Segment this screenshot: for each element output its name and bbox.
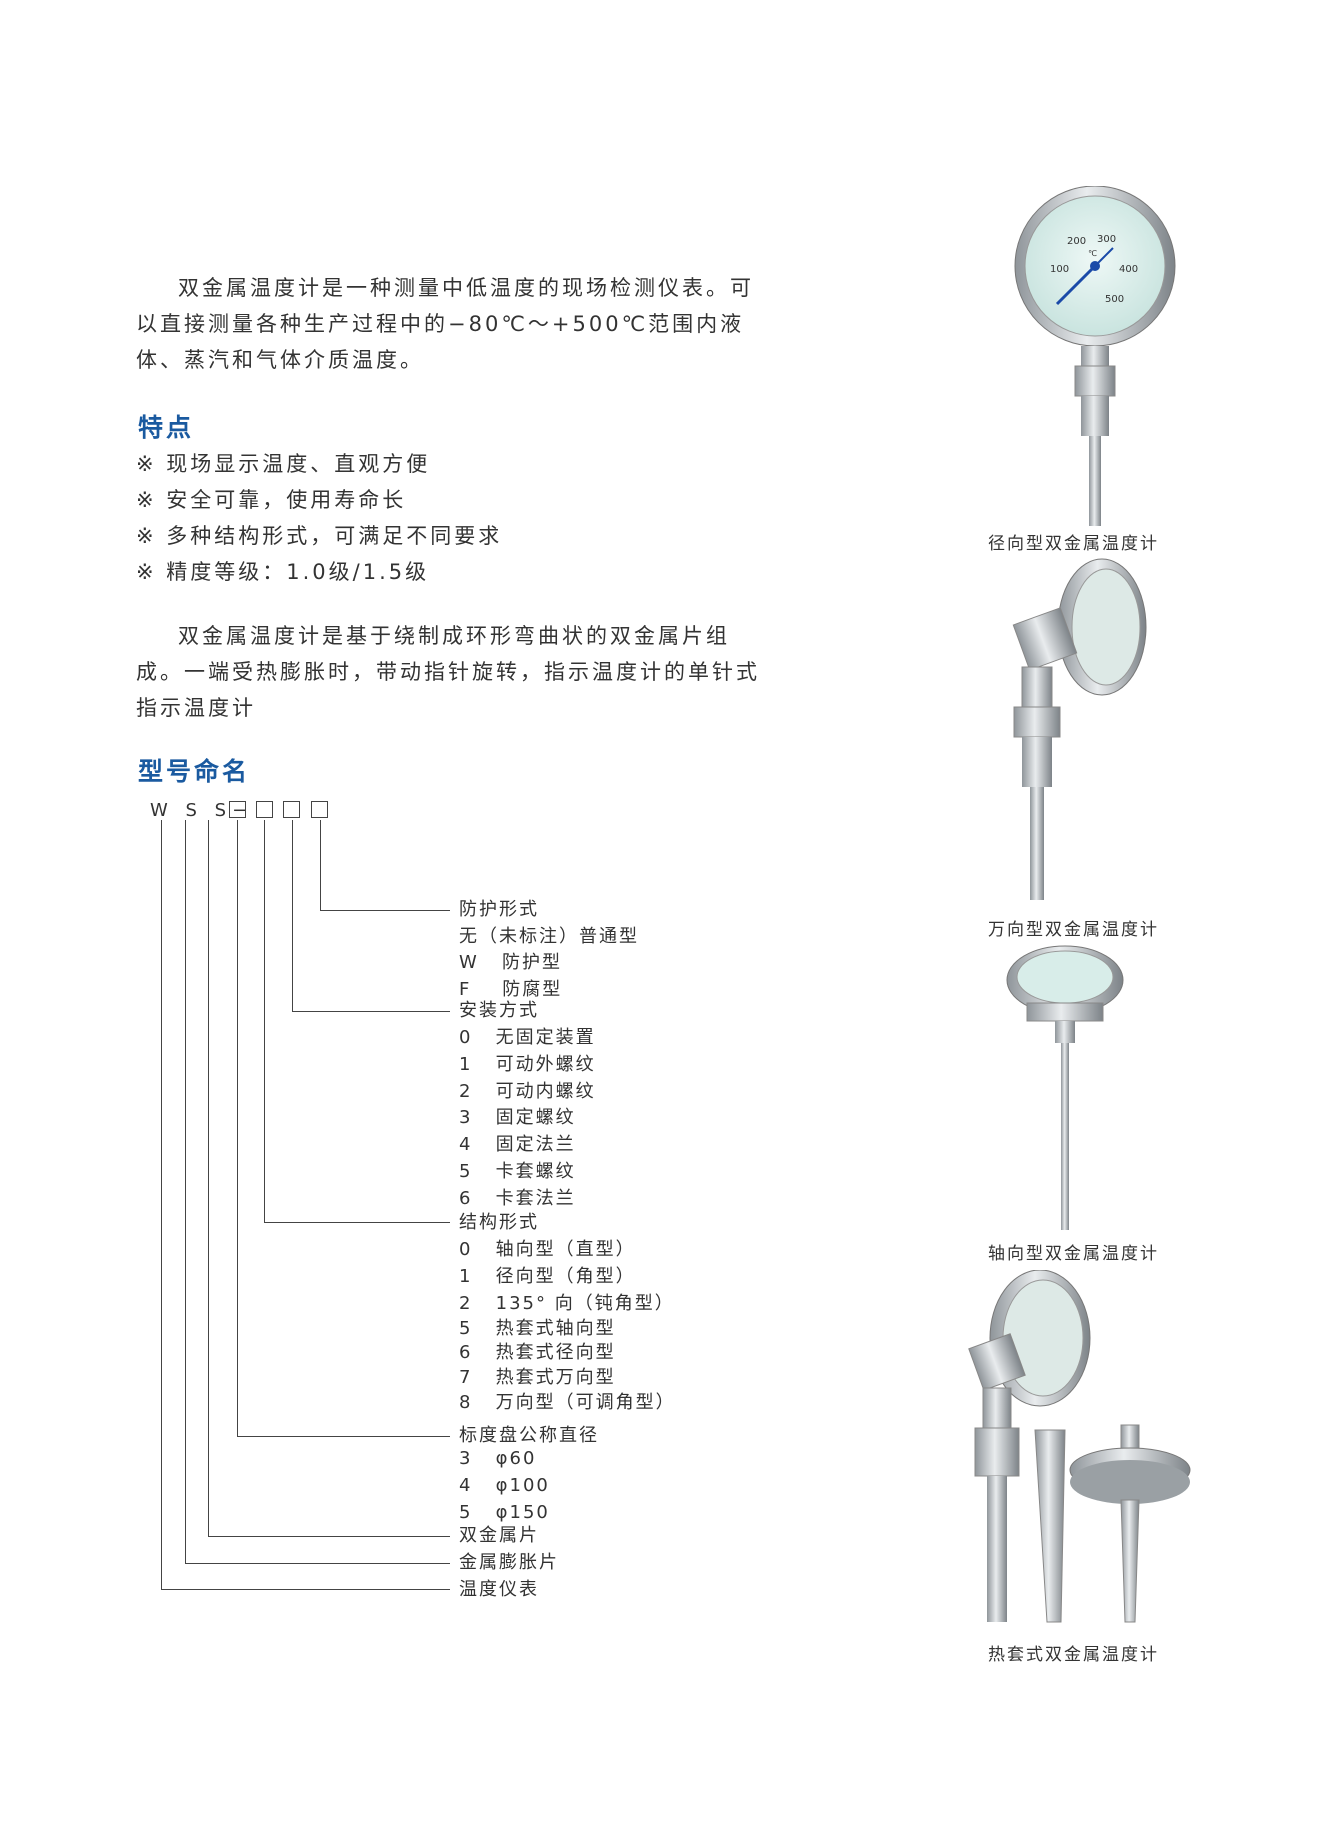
naming-group-title: 安装方式 [459, 1000, 539, 1021]
naming-group-title: 金属膨胀片 [459, 1552, 559, 1573]
naming-option: 1 可动外螺纹 [459, 1054, 596, 1075]
naming-option: 6 热套式径向型 [459, 1342, 616, 1363]
svg-text:℃: ℃ [1088, 249, 1097, 258]
product-caption: 热套式双金属温度计 [988, 1645, 1159, 1665]
naming-option: 7 热套式万向型 [459, 1367, 616, 1388]
thermowell-thermometer-image [968, 1270, 1191, 1623]
naming-option: F 防腐型 [459, 979, 563, 1000]
product-caption: 万向型双金属温度计 [988, 920, 1159, 940]
naming-group-title: 标度盘公称直径 [459, 1425, 599, 1446]
svg-text:500: 500 [1105, 294, 1124, 305]
svg-text:400: 400 [1119, 264, 1138, 275]
model-code: W S S− [150, 800, 254, 821]
naming-option: 6 卡套法兰 [459, 1188, 576, 1209]
naming-option: 0 无固定装置 [459, 1027, 596, 1048]
naming-option: 3 φ60 [459, 1448, 537, 1469]
naming-option: 3 固定螺纹 [459, 1107, 576, 1128]
naming-option: 5 热套式轴向型 [459, 1318, 616, 1339]
naming-group-title: 防护形式 [459, 899, 539, 920]
naming-option: 0 轴向型（直型） [459, 1239, 636, 1260]
naming-option: 5 卡套螺纹 [459, 1161, 576, 1182]
feature-item: ※ 安全可靠，使用寿命长 [136, 488, 407, 512]
svg-text:100: 100 [1050, 264, 1069, 275]
product-caption: 轴向型双金属温度计 [988, 1244, 1159, 1264]
naming-option: W 防护型 [459, 952, 562, 973]
universal-thermometer-image [1012, 558, 1147, 900]
naming-option: 5 φ150 [459, 1502, 550, 1523]
naming-group-title: 结构形式 [459, 1212, 539, 1233]
naming-option: 1 径向型（角型） [459, 1266, 636, 1287]
naming-heading: 型号命名 [138, 757, 251, 786]
naming-option: 4 固定法兰 [459, 1134, 576, 1155]
axial-thermometer-image [1006, 945, 1124, 1230]
naming-group-title: 双金属片 [459, 1525, 539, 1546]
naming-option: 无（未标注）普通型 [459, 926, 639, 947]
naming-option: 8 万向型（可调角型） [459, 1392, 676, 1413]
product-caption: 径向型双金属温度计 [988, 534, 1159, 554]
code-box [311, 801, 328, 818]
naming-option: 2 135° 向（钝角型） [459, 1293, 675, 1314]
intro-paragraph: 双金属温度计是一种测量中低温度的现场检测仪表。可以直接测量各种生产过程中的−80… [136, 276, 754, 372]
feature-item: ※ 多种结构形式，可满足不同要求 [136, 524, 503, 548]
radial-thermometer-image: 100 200 300 400 500 ℃ [1014, 186, 1176, 526]
svg-text:300: 300 [1097, 234, 1116, 245]
feature-item: ※ 现场显示温度、直观方便 [136, 452, 431, 476]
principle-paragraph: 双金属温度计是基于绕制成环形弯曲状的双金属片组成。一端受热膨胀时，带动指针旋转，… [136, 624, 760, 720]
code-box [283, 801, 300, 818]
naming-option: 4 φ100 [459, 1475, 550, 1496]
features-heading: 特点 [138, 413, 195, 442]
naming-option: 2 可动内螺纹 [459, 1081, 596, 1102]
naming-group-title: 温度仪表 [459, 1579, 539, 1600]
code-box [229, 801, 246, 818]
feature-item: ※ 精度等级：1.0级/1.5级 [136, 560, 430, 584]
code-box [256, 801, 273, 818]
svg-text:200: 200 [1067, 236, 1086, 247]
